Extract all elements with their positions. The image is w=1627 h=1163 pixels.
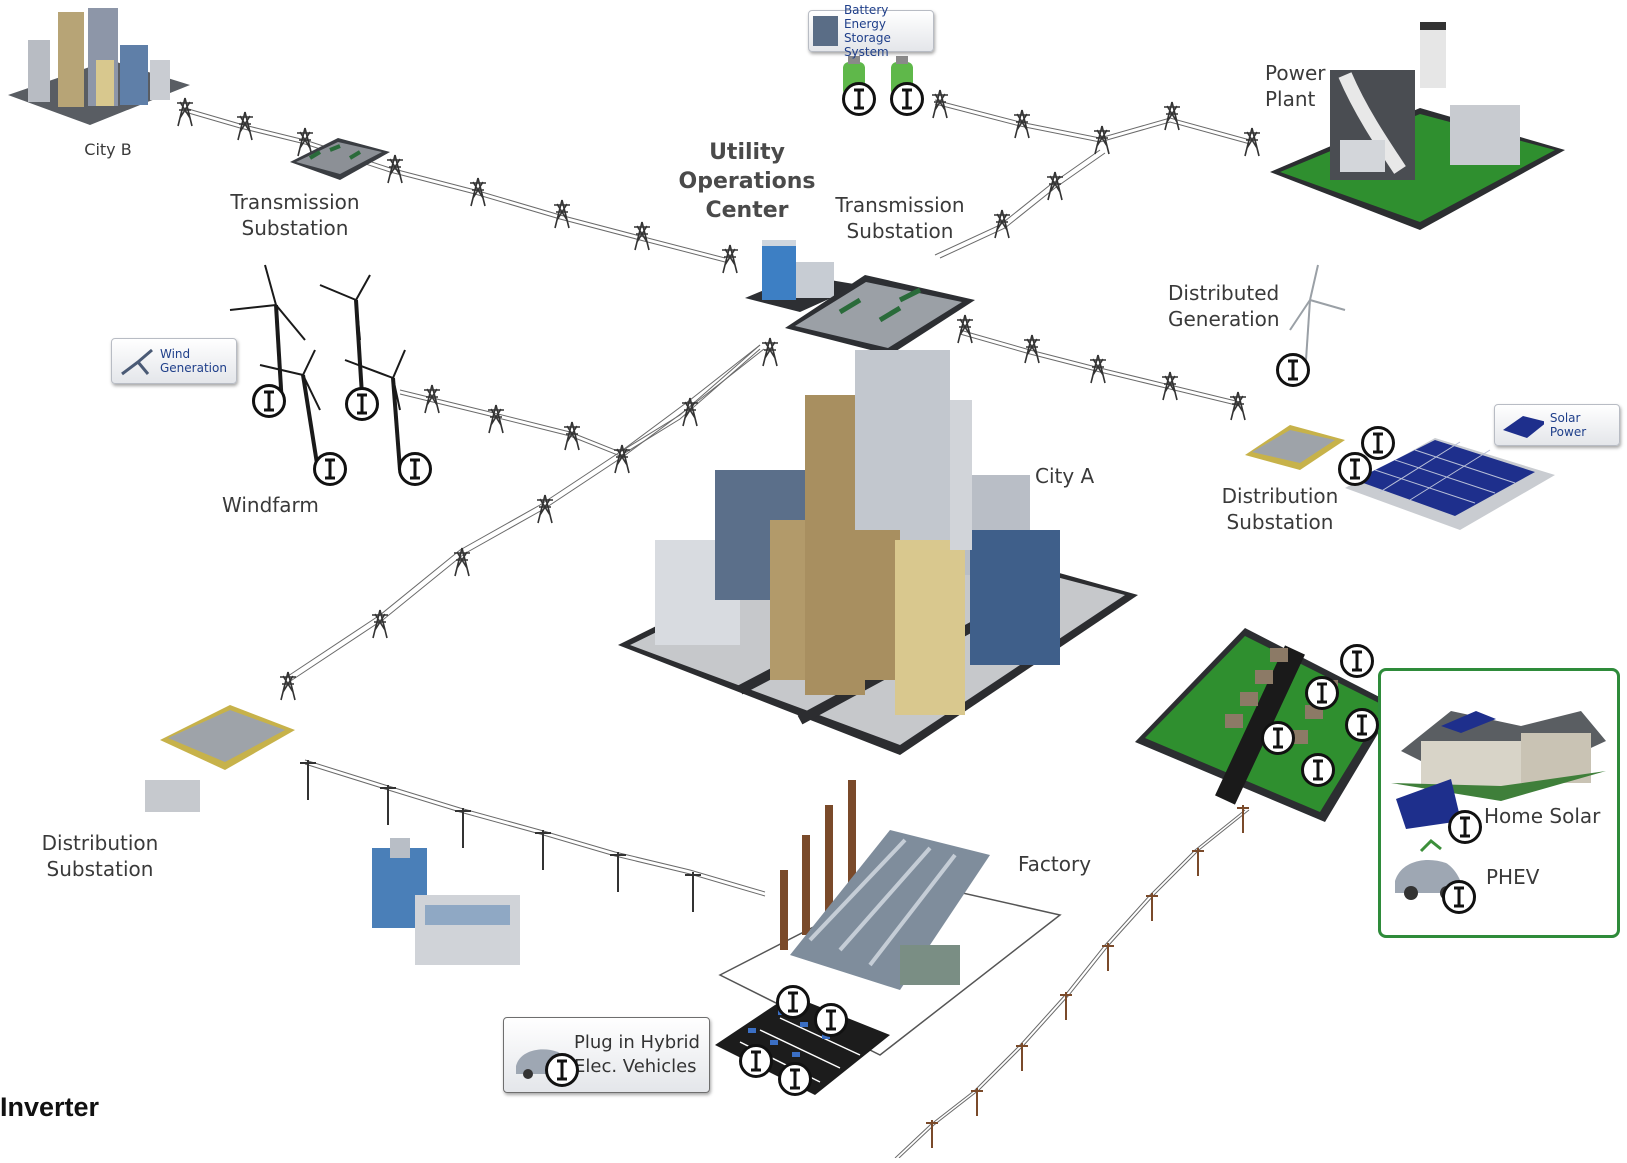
plugin-tag-label: Plug in Hybrid Elec. Vehicles (574, 1032, 700, 1077)
inverter-icon (345, 387, 379, 421)
inverter-legend-label: Inverter (0, 1092, 100, 1122)
transmission-substation-2-icon (785, 275, 975, 355)
inverter-icon (1345, 708, 1379, 742)
solar-power-tag: Solar Power (1494, 404, 1620, 446)
solar-farm-icon (1345, 438, 1555, 530)
inverter-icon (1442, 880, 1476, 914)
windfarm-turbines-icon (229, 264, 406, 471)
inverter-icon (1305, 676, 1339, 710)
distribution-substation-left-label: Distribution Substation (41, 831, 159, 881)
inverter-icon (398, 452, 432, 486)
distributed-generation-label: Distributed Generation (1168, 281, 1280, 331)
inverter-icon (778, 1062, 812, 1096)
solar-tag-label: Solar Power (1549, 411, 1587, 439)
inverter-icon (1340, 644, 1374, 678)
office-building-icon (372, 838, 520, 965)
inverter-icon (313, 452, 347, 486)
wind-tag-label: Wind Generation (160, 347, 227, 375)
power-plant-label: Power Plant (1265, 61, 1326, 111)
distribution-substation-right-icon (1245, 425, 1345, 470)
battery-building-icon (813, 16, 838, 46)
factory-label: Factory (1018, 852, 1092, 876)
inverter-icon (814, 1003, 848, 1037)
city-b-label: City B (84, 140, 132, 159)
utility-operations-center-label: Utility Operations Center (678, 140, 816, 223)
inverter-icon (1338, 452, 1372, 486)
inverter-icon (842, 82, 876, 116)
home-solar-label: Home Solar (1484, 804, 1601, 828)
inverter-icon (1361, 426, 1395, 460)
inverter-icon (1301, 753, 1335, 787)
phev-label: PHEV (1486, 865, 1540, 889)
battery-tag-label: Battery Energy Storage System (843, 3, 891, 59)
inverter-icon (890, 82, 924, 116)
solar-panel-icon (1396, 779, 1461, 829)
inverter-icon (1276, 353, 1310, 387)
transmission-substation-1-icon (290, 138, 390, 180)
city-a-label: City A (1035, 464, 1095, 488)
house-icon (1391, 711, 1606, 900)
solar-panel-tag-icon (1503, 416, 1544, 438)
windfarm-label: Windfarm (222, 493, 319, 517)
inverter-icon (545, 1053, 579, 1087)
inverter-icon (252, 384, 286, 418)
utility-operations-center-building-icon (745, 240, 860, 312)
plugin-hybrid-tag: Plug in Hybrid Elec. Vehicles (503, 1017, 710, 1093)
distribution-substation-right-label: Distribution Substation (1221, 484, 1339, 534)
wind-generation-tag: Wind Generation (111, 338, 237, 384)
wind-turbine-small-icon (121, 348, 153, 376)
transmission-substation-1-label: Transmission Substation (230, 190, 360, 240)
inverter-icon (739, 1044, 773, 1078)
distribution-substation-left-icon (145, 705, 295, 812)
inverter-icon (776, 985, 810, 1019)
battery-storage-tag: Battery Energy Storage System (808, 3, 934, 59)
city-a-buildings-icon (618, 350, 1138, 755)
inverter-icon (1261, 721, 1295, 755)
transmission-substation-2-label: Transmission Substation (835, 193, 965, 243)
inverter-icon (1448, 810, 1482, 844)
power-plant-icon (1270, 22, 1565, 230)
city-b-building-icon (8, 8, 190, 125)
home-inset-panel (1378, 668, 1620, 938)
